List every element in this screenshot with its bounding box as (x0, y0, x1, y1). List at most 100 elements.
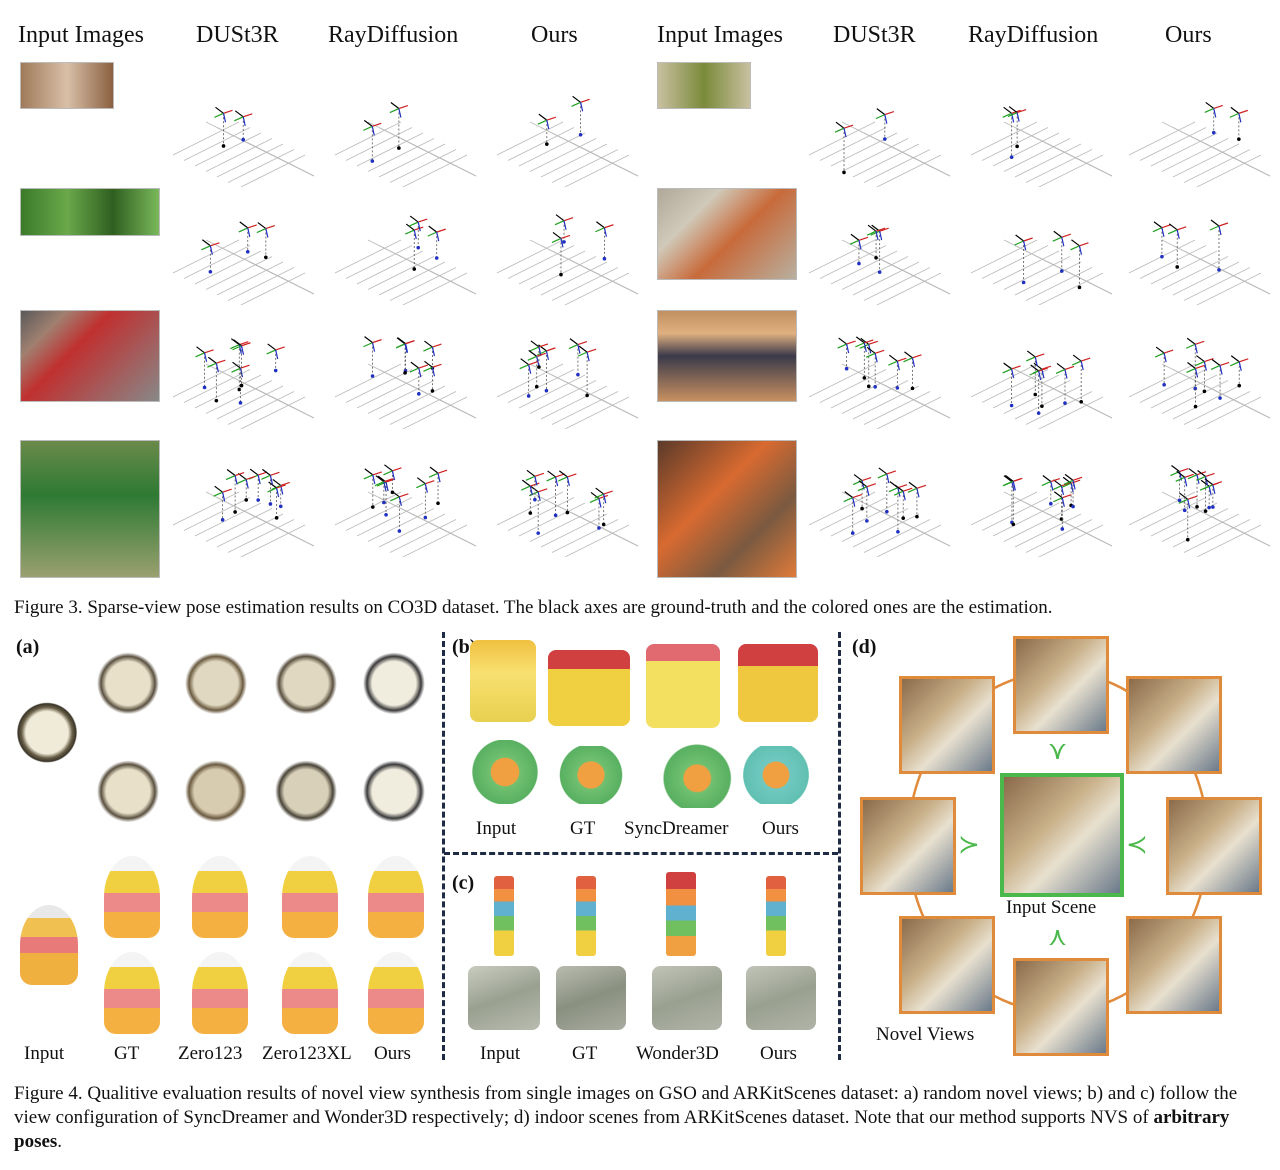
stacker-zero123-2 (192, 952, 248, 1034)
clock-zero123xl-1 (270, 630, 342, 722)
stacker-gt-1 (104, 856, 160, 938)
input-image-apple (20, 310, 160, 402)
fig3-header-dust3r-right: DUSt3R (833, 22, 916, 48)
novel-views-label: Novel Views (876, 1024, 975, 1045)
pose-grid (496, 338, 638, 429)
figure3-caption: Figure 3. Sparse-view pose estimation re… (14, 597, 1053, 618)
bag-wonder3d-image (652, 966, 722, 1030)
input-image-donut (657, 310, 797, 402)
clock-input-image (14, 682, 80, 774)
clock-ours-2 (358, 738, 430, 830)
panel-c-label-input: Input (480, 1043, 521, 1064)
clock-zero123xl-2 (270, 738, 342, 830)
fig3-header-ours-right: Ours (1165, 22, 1212, 48)
input-image-carrot-b (657, 440, 797, 578)
panel-a-label-input: Input (24, 1043, 65, 1064)
pose-grid (172, 468, 314, 557)
fig3-header-raydiffusion-right: RayDiffusion (968, 22, 1099, 48)
fig3-header-input-right: Input Images (657, 22, 783, 48)
fig3-header-raydiffusion-left: RayDiffusion (328, 22, 459, 48)
figure4-caption: Figure 4. Qualitive evaluation results o… (14, 1082, 1274, 1154)
fig3-header-dust3r-left: DUSt3R (196, 22, 279, 48)
cups-input-image (494, 876, 514, 956)
pose-grid (172, 106, 314, 187)
panel-a-label-ours: Ours (374, 1043, 411, 1064)
divider-bc-d (838, 632, 841, 1060)
truck-ours-image (738, 644, 818, 722)
novel-view-top (1013, 636, 1109, 734)
fig3-header-ours-left: Ours (531, 22, 578, 48)
novel-view-top-right (1126, 676, 1222, 774)
panel-c-label-gt: GT (572, 1043, 598, 1064)
camera-icon-right: ≺ (1126, 830, 1148, 860)
divider-a-bc (442, 632, 445, 1060)
clock-zero123-2 (180, 738, 252, 830)
cups-gt-image (576, 876, 596, 956)
novel-view-bottom (1013, 958, 1109, 1056)
clock-gt-1 (92, 630, 164, 722)
input-image-banana (657, 62, 751, 109)
pose-grid (808, 224, 950, 305)
pose-grid (496, 469, 638, 557)
pose-grid (970, 106, 1112, 187)
pose-grid (172, 338, 314, 429)
panel-b-label-syncdreamer: SyncDreamer (624, 818, 729, 839)
stacker-zero123-1 (192, 856, 248, 938)
pose-grid (1128, 465, 1270, 557)
stacker-zero123xl-2 (282, 952, 338, 1034)
stacker-zero123xl-1 (282, 856, 338, 938)
panel-b-label-gt: GT (570, 818, 596, 839)
turtle-syncdreamer-image (642, 742, 734, 808)
panel-c-label-ours: Ours (760, 1043, 797, 1064)
pose-grid (334, 215, 476, 305)
novel-view-right (1166, 797, 1262, 895)
pose-grid (808, 108, 950, 187)
fig3-header-input-left: Input Images (18, 22, 144, 48)
turtle-ours-image (740, 746, 812, 804)
input-image-teddy (20, 62, 114, 109)
truck-input-image (470, 640, 536, 722)
pose-grid (334, 336, 476, 429)
stacker-gt-2 (104, 952, 160, 1034)
novel-view-bottom-left (899, 916, 995, 1014)
pose-grid (1128, 219, 1270, 305)
novel-view-bottom-right (1126, 916, 1222, 1014)
panel-c-label-wonder3d: Wonder3D (636, 1043, 719, 1064)
camera-icon-left: ≻ (958, 830, 980, 860)
pose-grid (172, 221, 314, 305)
bag-input-image (468, 966, 540, 1030)
stacker-ours-2 (368, 952, 424, 1034)
divider-b-c (444, 852, 838, 855)
clock-gt-2 (92, 738, 164, 830)
pose-grid (496, 214, 638, 305)
input-image-hydrant (20, 440, 160, 578)
pose-grid (334, 102, 476, 187)
figure4-caption-bold: arbitrary poses (14, 1107, 1230, 1152)
pose-grid (808, 467, 950, 557)
cups-ours-image (766, 876, 786, 956)
stacker-ours-1 (368, 856, 424, 938)
panel-a-tag: (a) (16, 636, 40, 658)
camera-icon-bottom: ⋏ (1048, 922, 1068, 952)
pose-grid (1128, 337, 1270, 429)
truck-gt-image (548, 650, 630, 726)
bag-gt-image (556, 966, 626, 1030)
input-scene-image (1000, 773, 1124, 897)
pose-grid (334, 464, 476, 557)
pose-grid (970, 230, 1112, 305)
pose-grid (1128, 101, 1270, 187)
clock-zero123-1 (180, 630, 252, 722)
panel-d-tag: (d) (852, 636, 877, 658)
turtle-input-image (472, 740, 538, 804)
panel-b-label-ours: Ours (762, 818, 799, 839)
input-image-carrot-a (657, 188, 797, 280)
panel-a-label-gt: GT (114, 1043, 140, 1064)
truck-syncdreamer-image (646, 644, 720, 728)
panel-a-label-zero123: Zero123 (178, 1043, 243, 1064)
pose-grid (970, 350, 1112, 429)
bag-ours-image (746, 966, 816, 1030)
novel-view-top-left (899, 676, 995, 774)
novel-view-left (860, 797, 956, 895)
panel-a-label-zero123xl: Zero123XL (262, 1043, 352, 1064)
pose-grid (496, 95, 638, 187)
